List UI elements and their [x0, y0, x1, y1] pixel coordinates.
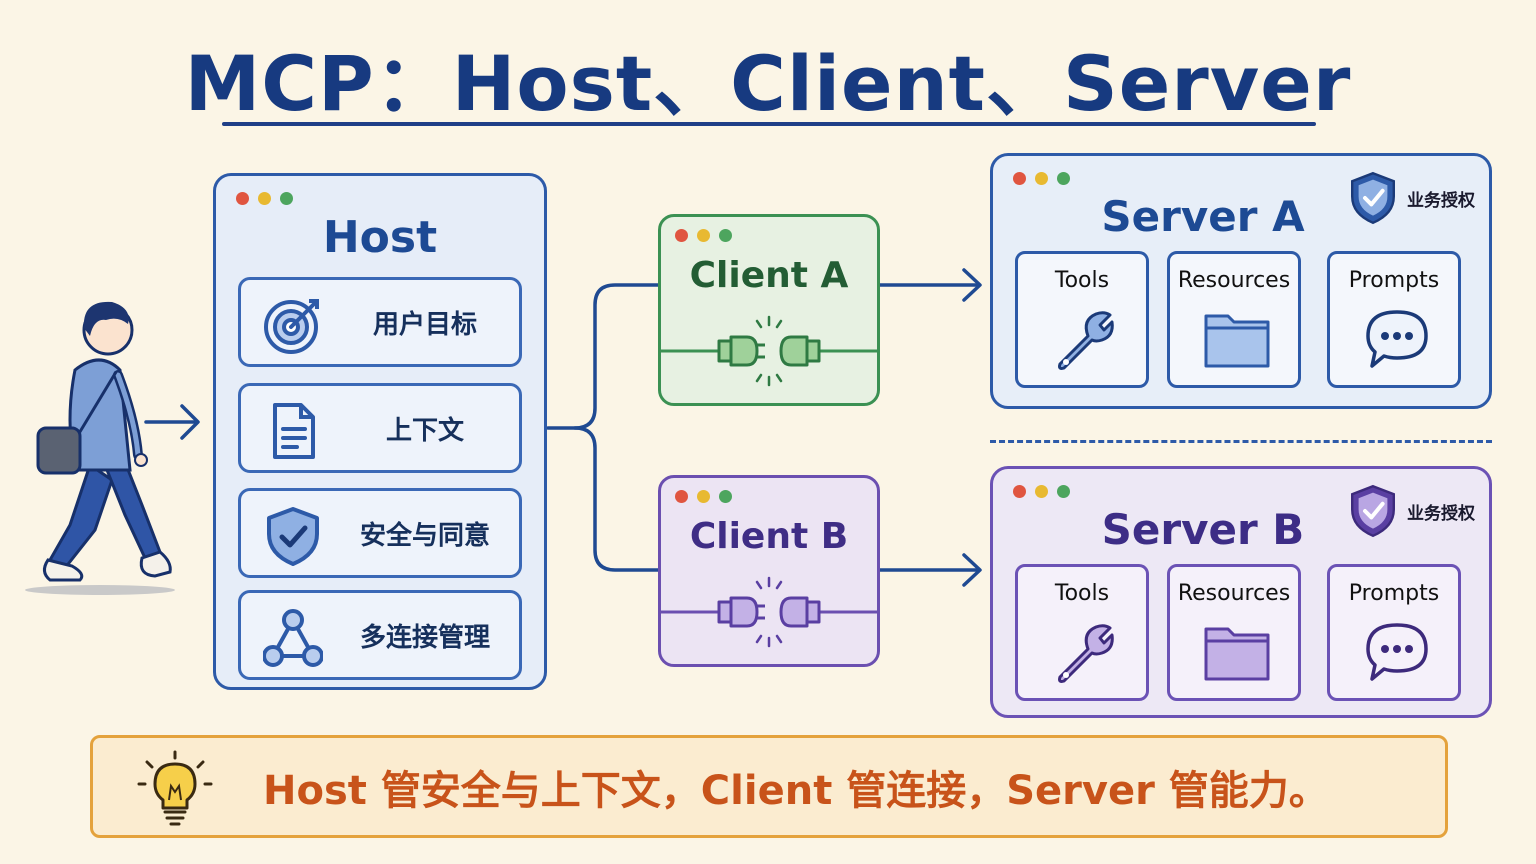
- close-dot: [236, 192, 249, 205]
- maximize-dot: [1057, 172, 1070, 185]
- close-dot: [1013, 172, 1026, 185]
- chat-bubble-icon: [1366, 310, 1428, 368]
- business-auth-badge: 业务授权: [1349, 483, 1475, 539]
- capability-label: Tools: [1054, 268, 1110, 293]
- capability-label: Resources: [1177, 581, 1291, 606]
- client-a-title: Client A: [689, 255, 849, 296]
- capability-tools: Tools: [1015, 251, 1149, 388]
- capability-resources: Resources: [1167, 564, 1301, 701]
- host-item-multi-connection: 多连接管理: [238, 590, 522, 680]
- minimize-dot: [1035, 485, 1048, 498]
- close-dot: [675, 490, 688, 503]
- host-item-label: 用户目标: [372, 309, 477, 340]
- host-item-security-consent: 安全与同意: [238, 488, 522, 578]
- maximize-dot: [280, 192, 293, 205]
- close-dot: [675, 229, 688, 242]
- network-icon: [263, 609, 323, 667]
- minimize-dot: [1035, 172, 1048, 185]
- window-controls: [675, 490, 732, 503]
- capability-prompts: Prompts: [1327, 251, 1461, 388]
- server-a-title: Server A: [1101, 192, 1305, 241]
- window-controls: [1013, 485, 1070, 498]
- minimize-dot: [258, 192, 271, 205]
- capability-resources: Resources: [1167, 251, 1301, 388]
- folder-icon: [1204, 314, 1270, 368]
- client-b-title: Client B: [689, 516, 849, 557]
- title-underline: [222, 122, 1316, 126]
- client-b-window: Client B: [658, 475, 880, 667]
- auth-label: 业务授权: [1407, 190, 1475, 211]
- document-icon: [273, 403, 315, 459]
- lightbulb-icon: [137, 750, 213, 826]
- business-auth-badge: 业务授权: [1349, 170, 1475, 226]
- host-item-label: 安全与同意: [359, 520, 490, 551]
- window-controls: [1013, 172, 1070, 185]
- client-a-window: Client A: [658, 214, 880, 406]
- shield-check-icon: [1351, 484, 1395, 538]
- host-item-label: 上下文: [385, 415, 464, 446]
- maximize-dot: [719, 229, 732, 242]
- host-item-user-goal: 用户目标: [238, 277, 522, 367]
- close-dot: [1013, 485, 1026, 498]
- host-item-label: 多连接管理: [359, 622, 490, 653]
- server-a-window: Server A 业务授权 Tools Resources Prompts: [990, 153, 1492, 409]
- capability-label: Prompts: [1348, 268, 1440, 293]
- capability-prompts: Prompts: [1327, 564, 1461, 701]
- server-b-window: Server B 业务授权 Tools Resources Prompts: [990, 466, 1492, 718]
- wrench-icon: [1058, 311, 1114, 370]
- plug-connector-icon: [661, 315, 877, 387]
- maximize-dot: [719, 490, 732, 503]
- shield-check-icon: [1351, 171, 1395, 225]
- host-title: Host: [322, 212, 438, 263]
- capability-label: Prompts: [1348, 581, 1440, 606]
- auth-label: 业务授权: [1407, 503, 1475, 524]
- shield-check-icon: [267, 507, 319, 566]
- host-window: Host 用户目标 上下文 安全与同意 多: [213, 173, 547, 690]
- chat-bubble-icon: [1366, 623, 1428, 681]
- server-b-title: Server B: [1101, 505, 1305, 554]
- capability-label: Tools: [1054, 581, 1110, 606]
- minimize-dot: [697, 490, 710, 503]
- folder-icon: [1204, 627, 1270, 681]
- wrench-icon: [1058, 624, 1114, 683]
- capability-tools: Tools: [1015, 564, 1149, 701]
- plug-connector-icon: [661, 576, 877, 648]
- window-controls: [236, 192, 293, 205]
- summary-text: Host 管安全与上下文，Client 管连接，Server 管能力。: [263, 767, 1329, 814]
- summary-banner: Host 管安全与上下文，Client 管连接，Server 管能力。: [90, 735, 1448, 838]
- host-to-clientA-line: [546, 283, 660, 430]
- page-title: MCP：Host、Client、Server: [184, 39, 1352, 128]
- host-item-context: 上下文: [238, 383, 522, 473]
- user-walking-icon: [25, 301, 175, 595]
- host-to-clientB-line: [573, 426, 660, 572]
- minimize-dot: [697, 229, 710, 242]
- target-icon: [264, 299, 319, 354]
- capability-label: Resources: [1177, 268, 1291, 293]
- server-divider: [990, 440, 1492, 443]
- maximize-dot: [1057, 485, 1070, 498]
- window-controls: [675, 229, 732, 242]
